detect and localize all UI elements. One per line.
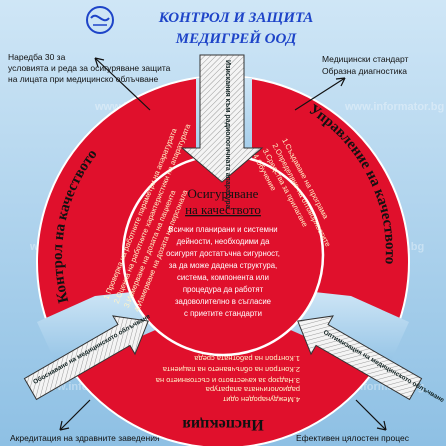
corner-top-left: Наредба 30 за условията и реда за осигур… xyxy=(8,52,171,84)
center-body-line: осигурят достатъчна сигурност, xyxy=(166,249,280,258)
watermark: www.informator.bg xyxy=(344,101,444,113)
segment-bottom-title-group: Инспекция xyxy=(182,416,264,433)
center-body-line: дейности, необходими да xyxy=(177,237,271,246)
center-body-line: процедура да работят xyxy=(183,285,264,294)
arrow-top-shape xyxy=(180,54,264,183)
segment-bottom-item: 4.Международен одит xyxy=(222,395,300,404)
company-logo-icon xyxy=(86,6,114,34)
center-body-line: Всички планирани и системни xyxy=(168,225,277,234)
corner-top-left-line: Наредба 30 за xyxy=(8,52,66,62)
corner-arrow-top-right xyxy=(294,77,346,111)
center-title-line2: на качеството xyxy=(185,202,261,217)
center-body: Всички планирани и системни дейности, не… xyxy=(166,225,280,318)
segment-bottom-items: 1.Контрол на работната среда 2.Контрол н… xyxy=(155,354,300,404)
arrow-top: Изискания към радиологичната апаратура xyxy=(180,54,264,209)
arrow-right-shape xyxy=(297,315,423,401)
header-subtitle: МЕДИГРЕЙ ООД xyxy=(175,29,297,47)
corner-top-right-line: Образна диагностика xyxy=(322,66,407,76)
arrow-left-shape xyxy=(23,315,149,401)
gap-right xyxy=(286,290,409,372)
corner-top-right: Медицински стандарт Образна диагностика xyxy=(322,54,409,76)
corner-top-right-line: Медицински стандарт xyxy=(322,54,409,64)
corner-arrow-bottom-right xyxy=(355,399,387,431)
segment-bottom-item: 3.Надзор за качеството и състоянието на xyxy=(155,376,300,385)
center-body-line: за да може дадена структура, xyxy=(169,261,277,270)
segment-bottom-title: Инспекция xyxy=(182,416,264,433)
corner-arrow-bottom-left xyxy=(59,399,91,431)
corner-bottom-left: Акредитация на здравните заведения xyxy=(10,433,160,443)
center-body-line: система, компонента или xyxy=(177,273,269,282)
corner-top-left-line: на лицата при медицинско облъчване xyxy=(8,74,159,84)
center-title-line1: Осигуряване xyxy=(188,186,259,201)
segment-bottom-item: 1.Контрол на работната среда xyxy=(193,354,300,363)
center-body-line: задоволително в съгласие xyxy=(175,297,271,306)
corner-arrows xyxy=(59,57,387,431)
segment-bottom-item: 2.Контрол на облъчването на пациента xyxy=(162,365,300,374)
corner-top-left-line: условията и реда за осигуряване защита xyxy=(8,63,171,73)
center-body-line: с приетите стандарти xyxy=(184,309,262,318)
arrow-top-label: Изискания към радиологичната апаратура xyxy=(224,60,231,209)
corner-bottom-right: Ефективен цялостен процес xyxy=(296,433,410,443)
corner-arrow-top-left xyxy=(94,57,151,111)
header-title: КОНТРОЛ И ЗАЩИТА xyxy=(158,10,313,26)
gap-left xyxy=(37,290,160,372)
segment-bottom-item: радиологичната апаратура xyxy=(205,385,300,394)
